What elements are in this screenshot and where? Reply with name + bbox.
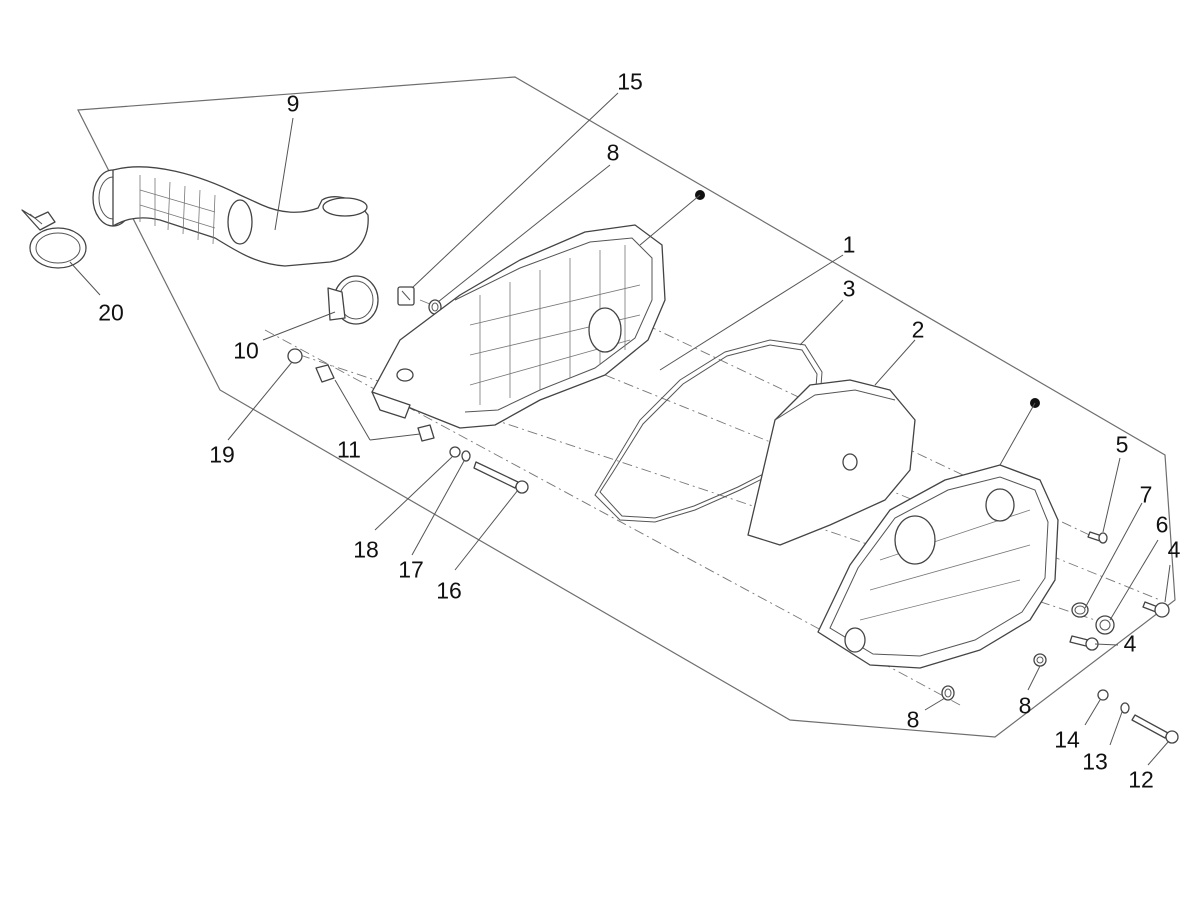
part-17-washer [461,450,471,462]
part-label-3[interactable]: 3 [842,275,856,302]
part-5-screw [1087,531,1108,544]
part-label-11[interactable]: 11 [337,436,361,463]
part-8-grommet-lower [1033,653,1047,667]
part-label-14[interactable]: 14 [1054,726,1080,753]
part-label-17[interactable]: 17 [398,556,424,583]
part-15-clip [397,286,415,306]
part-14-washer [1097,689,1109,701]
part-19-nut [287,348,303,364]
part-8-grommet-bottom [941,685,955,701]
part-2-filter-element [747,379,916,546]
part-label-16[interactable]: 16 [436,577,462,604]
assembly-outline [77,76,1176,738]
part-20-hose-clamp [21,209,87,269]
axis-line [264,329,961,706]
part-label-7[interactable]: 7 [1139,481,1153,508]
part-label-4-upper[interactable]: 4 [1167,536,1181,563]
part-7-o-ring [1071,602,1089,618]
part-label-15[interactable]: 15 [617,68,643,95]
part-1-filter-box-cover [817,464,1059,669]
part-label-18[interactable]: 18 [353,536,379,563]
part-label-9[interactable]: 9 [286,90,300,117]
part-label-10[interactable]: 10 [233,337,259,364]
part-9-intake-duct [92,166,369,267]
part-6-cap [1095,615,1115,635]
part-label-6[interactable]: 6 [1155,511,1169,538]
part-label-19[interactable]: 19 [209,441,235,468]
part-label-8-top[interactable]: 8 [606,139,620,166]
part-4-screw-lower [1069,635,1099,651]
part-label-12[interactable]: 12 [1128,766,1154,793]
part-label-2[interactable]: 2 [911,316,925,343]
part-label-8-bottom[interactable]: 8 [906,706,920,733]
part-label-1[interactable]: 1 [842,231,856,258]
part-13-washer [1120,702,1130,714]
part-4-screw-upper [1142,601,1170,618]
part-label-13[interactable]: 13 [1082,748,1108,775]
part-label-20[interactable]: 20 [98,299,124,326]
part-label-5[interactable]: 5 [1115,431,1129,458]
part-1-filter-box-housing [371,224,666,429]
part-12-long-screw [1131,714,1179,744]
part-16-long-screw [473,461,529,494]
leader-lines [69,92,1171,766]
part-label-4-lower[interactable]: 4 [1123,630,1137,657]
part-18-washer [449,446,461,458]
part-11-spacers [315,364,435,442]
part-10-clamp [327,275,379,325]
part-label-8-lower[interactable]: 8 [1018,692,1032,719]
